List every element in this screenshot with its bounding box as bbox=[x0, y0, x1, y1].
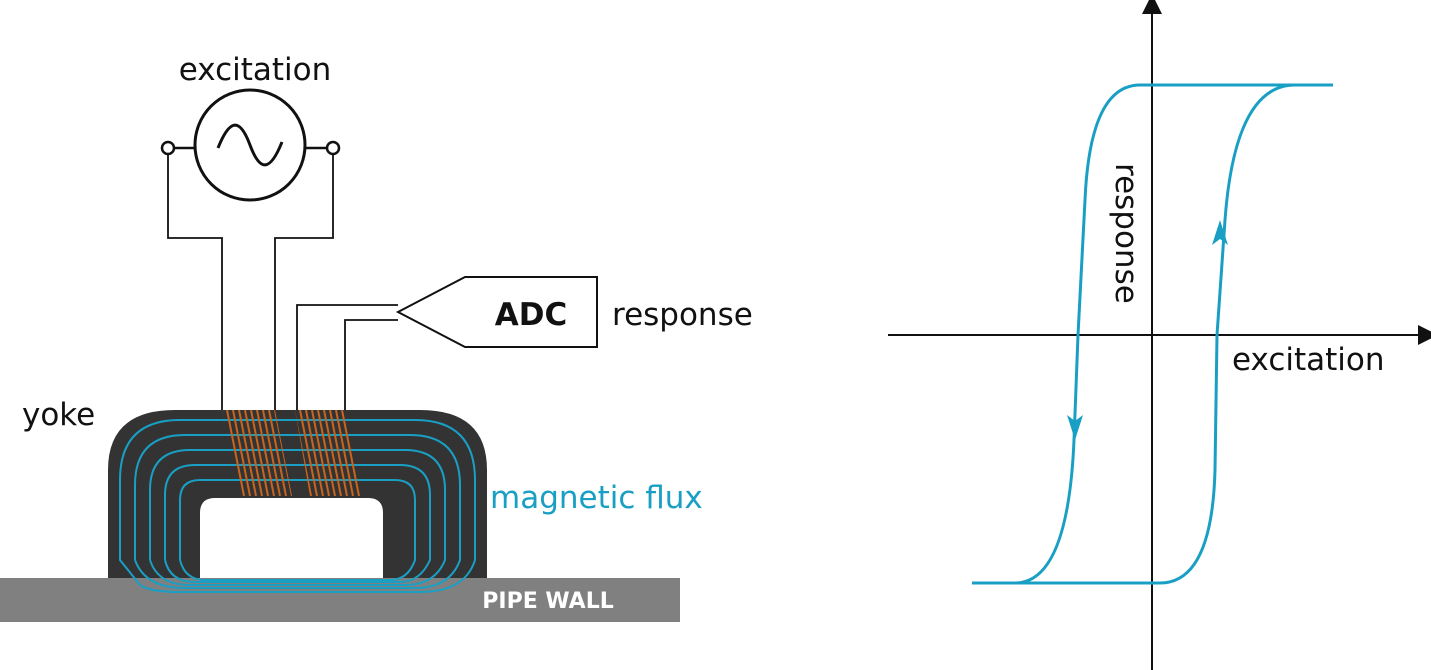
wires bbox=[167, 154, 398, 412]
coil-winding bbox=[335, 410, 354, 496]
hysteresis-loop bbox=[972, 83, 1333, 585]
y-axis-label: response bbox=[1108, 163, 1144, 304]
response-label: response bbox=[612, 297, 753, 333]
coil-winding bbox=[226, 410, 245, 496]
sine-wave-icon bbox=[216, 123, 284, 167]
coil-winding bbox=[305, 410, 324, 496]
coil-winding bbox=[244, 410, 263, 496]
coil-winding bbox=[232, 410, 251, 496]
excitation-source bbox=[160, 88, 341, 202]
coil-winding bbox=[299, 410, 318, 496]
flux-lines bbox=[119, 419, 476, 593]
coil-winding bbox=[341, 410, 360, 496]
terminal-left bbox=[160, 140, 176, 156]
coil-winding bbox=[329, 410, 348, 496]
adc-block: ADC bbox=[395, 276, 598, 348]
coil-winding bbox=[256, 410, 275, 496]
adc-label: ADC bbox=[495, 297, 567, 333]
terminal-right bbox=[325, 140, 341, 156]
yoke bbox=[108, 410, 487, 578]
coil-winding bbox=[311, 410, 330, 496]
coil-winding bbox=[250, 410, 269, 496]
hysteresis-plot: response excitation bbox=[888, 0, 1431, 670]
yoke-label: yoke bbox=[22, 397, 95, 433]
coil-winding bbox=[317, 410, 336, 496]
coil-winding bbox=[238, 410, 257, 496]
excitation-label: excitation bbox=[179, 52, 332, 88]
pipe-wall-label: PIPE WALL bbox=[482, 589, 613, 614]
coil-winding bbox=[268, 410, 287, 496]
magnetic-flux-label: magnetic flux bbox=[490, 480, 703, 516]
coil-winding bbox=[262, 410, 281, 496]
down-arrow-icon bbox=[1067, 415, 1083, 440]
coil-winding bbox=[323, 410, 342, 496]
up-arrow-icon bbox=[1212, 220, 1228, 245]
x-axis-label: excitation bbox=[1232, 342, 1385, 378]
